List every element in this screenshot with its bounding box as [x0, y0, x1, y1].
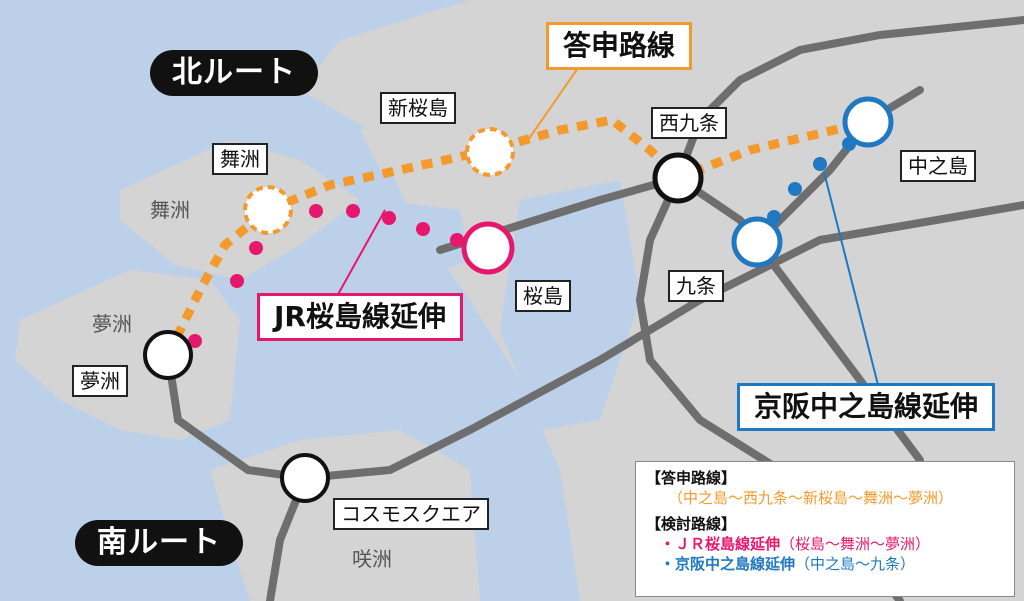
label-yumeshima: 夢洲 — [72, 365, 128, 397]
toshin-leader — [527, 67, 579, 141]
toshin-callout: 答申路線 — [546, 22, 693, 70]
keihan-callout: 京阪中之島線延伸 — [737, 383, 996, 431]
legend-jr-desc: （桜島～舞洲～夢洲） — [780, 535, 931, 553]
label-nishikujo: 西九条 — [651, 107, 727, 139]
station-nishikujo — [652, 152, 704, 204]
legend-toshin-title: 【答申路線】 — [646, 469, 737, 487]
legend-jr-row: ・ＪＲ桜島線延伸（桜島～舞洲～夢洲） — [646, 534, 1004, 554]
station-nakanoshima — [842, 96, 894, 148]
station-maishima — [243, 185, 293, 235]
area-yumeshima: 夢洲 — [92, 312, 132, 336]
label-nakanoshima: 中之島 — [900, 150, 976, 182]
maishima-land — [120, 140, 360, 280]
legend-keihan-name: ・京阪中之島線延伸 — [660, 555, 796, 573]
south-route-label: 南ルート — [75, 520, 243, 566]
label-maishima: 舞洲 — [212, 143, 268, 175]
area-maishima: 舞洲 — [150, 198, 190, 222]
label-cosmo-square: コスモスクエア — [333, 498, 489, 530]
station-sakurajima — [461, 221, 515, 275]
legend-keihan-row: ・京阪中之島線延伸（中之島～九条） — [646, 554, 1004, 574]
yumeshima-land — [15, 270, 240, 440]
legend-jr-name: ・ＪＲ桜島線延伸 — [660, 535, 781, 553]
jr-callout: JR桜島線延伸 — [257, 293, 463, 341]
station-yumeshima — [143, 330, 193, 380]
station-kujo — [731, 216, 783, 268]
legend-toshin-desc: （中之島～西九条～新桜島～舞洲～夢洲） — [668, 489, 954, 507]
north-route-label: 北ルート — [150, 50, 318, 96]
jr-leader — [335, 209, 386, 299]
label-sakurajima: 桜島 — [515, 280, 571, 312]
station-shin-sakurajima — [465, 127, 515, 177]
legend-box: 【答申路線】 （中之島～西九条～新桜島～舞洲～夢洲） 【検討路線】 ・ＪＲ桜島線… — [635, 461, 1015, 597]
keihan-leader — [823, 171, 879, 386]
label-shin-sakurajima: 新桜島 — [380, 92, 456, 124]
jr-extension-dots — [188, 204, 464, 348]
area-sakishima: 咲洲 — [352, 547, 392, 571]
label-kujo: 九条 — [668, 270, 724, 302]
legend-kento-title: 【検討路線】 — [646, 515, 737, 533]
legend-keihan-desc: （中之島～九条） — [795, 555, 916, 573]
rail-line-south — [164, 201, 1024, 483]
station-cosmo-square — [280, 453, 330, 503]
